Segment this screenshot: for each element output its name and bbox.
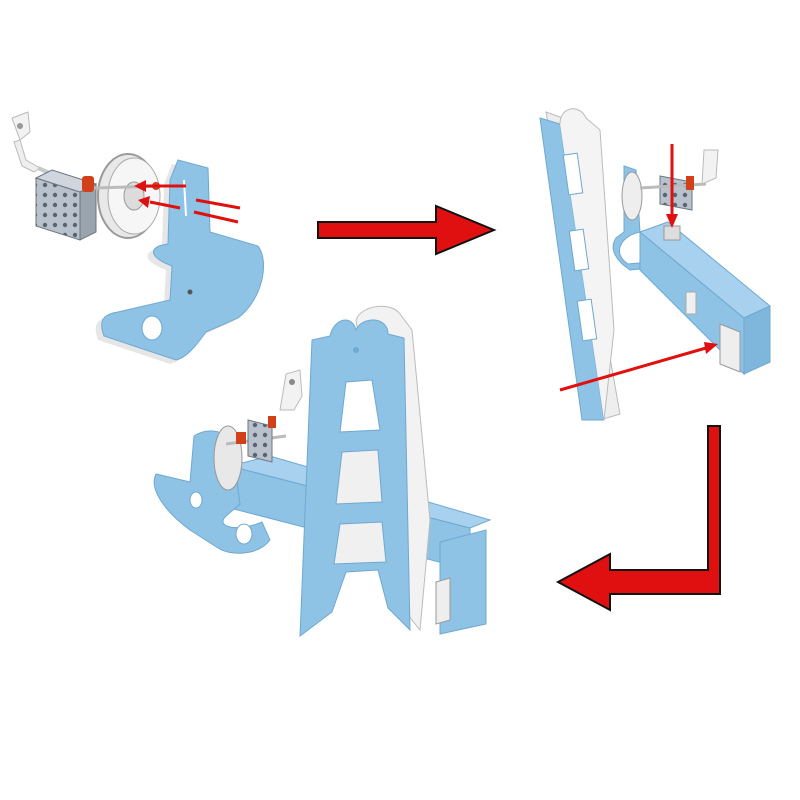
step-1-group: [11, 111, 265, 364]
insertion-arrows-step-1: [134, 180, 241, 224]
base-plate: [95, 159, 265, 364]
insertion-arrows-step-2: [559, 144, 718, 392]
crank-handle: [11, 111, 71, 184]
pulley-winch-assembled: [213, 369, 303, 491]
flow-arrow-right: [317, 204, 497, 256]
flow-arrow-down-left: [555, 425, 721, 612]
pulley-wheel: [93, 153, 163, 239]
step-2-group: [539, 108, 771, 421]
orange-collar: [82, 176, 94, 192]
base-channel-assembly: [612, 165, 771, 376]
perforated-bracket: [34, 169, 98, 241]
winch-on-base: [639, 149, 719, 211]
step-3-group: [153, 305, 492, 638]
ladder-frame-assembled: [299, 305, 431, 638]
ladder-frame-exploded: [539, 108, 621, 421]
